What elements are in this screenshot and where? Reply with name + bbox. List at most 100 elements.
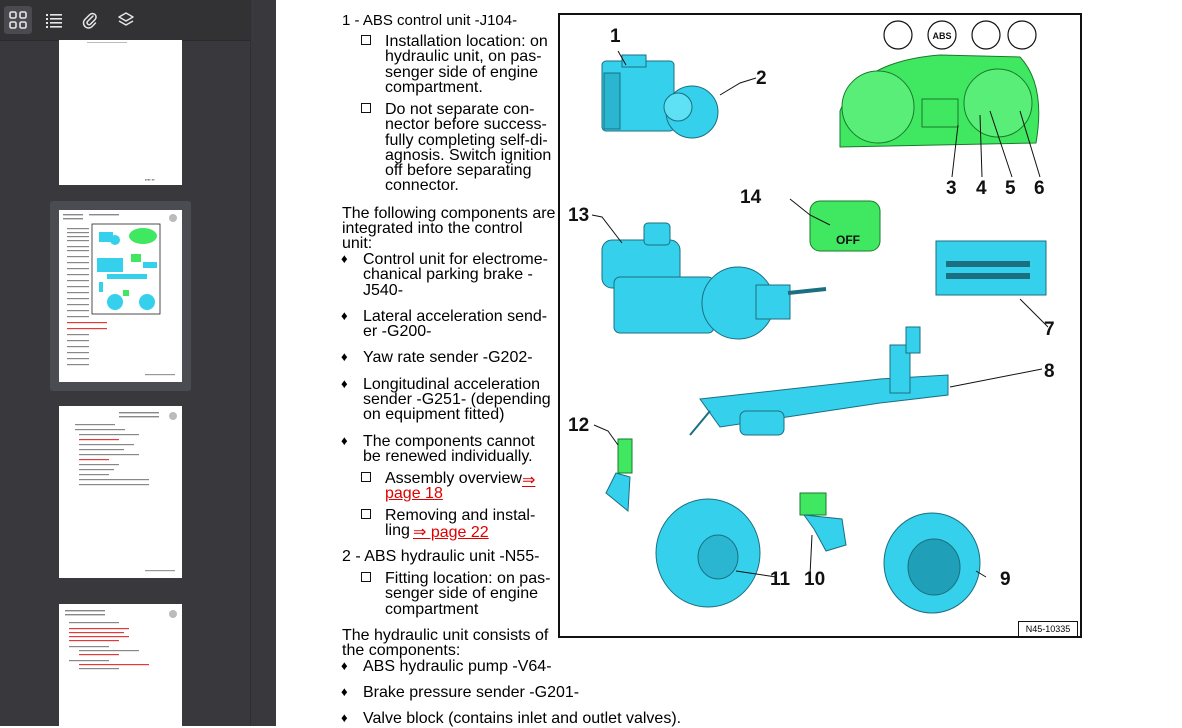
- bullet-j540-line: J540-: [363, 282, 404, 299]
- bullet-g200-line: Lateral acceleration send-: [363, 308, 548, 325]
- integrated-intro-line: integrated into the control: [342, 220, 523, 237]
- item1-installation-line: Installation location: on: [385, 33, 548, 50]
- item1-installation-line: senger side of engine: [385, 64, 538, 81]
- assembly-overview-link[interactable]: page 18: [385, 485, 443, 502]
- steering-rack-drawing: [689, 326, 949, 436]
- item1-note-line: agnosis. Switch ignition: [385, 147, 552, 164]
- checkbox-bullet: [361, 572, 371, 582]
- abs-warning-lamp-icon: [927, 20, 957, 50]
- figure-illustration: ABS OFF: [591, 20, 1049, 614]
- sidebar-scrollbar[interactable]: [250, 0, 277, 726]
- diamond-bullet: ♦: [341, 251, 348, 266]
- callout-5: 5: [1005, 178, 1016, 199]
- callout-10: 10: [804, 569, 826, 590]
- callout-8: 8: [1044, 361, 1055, 382]
- hydraulic-intro-line: The hydraulic unit consists of: [342, 627, 549, 644]
- bullet-g200-line: er -G200-: [363, 323, 432, 340]
- item2-fitting-line: compartment: [385, 601, 479, 618]
- callout-4: 4: [976, 178, 987, 199]
- item2-heading: 2 - ABS hydraulic unit -N55-: [342, 548, 540, 565]
- abs-lamp-label: ABS: [932, 31, 951, 41]
- item1-note-line: Do not separate con-: [385, 101, 535, 118]
- bullet-g202: Yaw rate sender -G202-: [363, 349, 533, 366]
- bullet-g251-line: Longitudinal acceleration: [363, 376, 541, 393]
- sensor-drawing: [605, 438, 633, 513]
- esp-warning-lamp-icon: [971, 20, 1001, 50]
- item2-fitting-line: senger side of engine: [385, 585, 538, 602]
- parking-brake-lamp-icon: [1007, 20, 1037, 50]
- checkbox-bullet: [361, 35, 371, 45]
- item1-installation-line: hydraulic unit, on pas-: [385, 48, 542, 65]
- callout-6: 6: [1034, 178, 1045, 199]
- figure-reference-number: N45-10335: [1018, 621, 1078, 637]
- diamond-bullet: ♦: [341, 376, 348, 391]
- callout-1: 1: [610, 26, 621, 47]
- removing-text-2: ling: [385, 522, 415, 539]
- callout-9: 9: [1000, 569, 1011, 590]
- diamond-bullet: ♦: [341, 349, 348, 364]
- diamond-bullet: ♦: [341, 658, 348, 673]
- bullet-g201: Brake pressure sender -G201-: [363, 684, 580, 701]
- esp-off-label: OFF: [836, 233, 860, 247]
- attachments-icon: [82, 12, 97, 29]
- item1-installation-line: compartment.: [385, 79, 483, 96]
- connector-drawing: [935, 240, 1047, 296]
- item1-note-line: nector before success-: [385, 116, 547, 133]
- outline-icon: [46, 14, 62, 28]
- diamond-bullet: ♦: [341, 433, 348, 448]
- item1-note-line: connector.: [385, 177, 459, 194]
- callout-13: 13: [568, 205, 590, 226]
- bullet-cannot-line: The components cannot: [363, 433, 535, 450]
- thumbnail-preview: [75, 412, 177, 572]
- bullet-v64: ABS hydraulic pump -V64-: [363, 658, 552, 675]
- bullet-j540-line: chanical parking brake -: [363, 266, 533, 283]
- bullet-g251-line: sender -G251- (depending: [363, 391, 551, 408]
- removing-text: Removing and instal-: [385, 507, 536, 524]
- integrated-intro-line: unit:: [342, 235, 373, 252]
- thumbnail-preview: [63, 214, 177, 376]
- sidebar: ▪▪▪▪ ▪▪: [0, 0, 277, 726]
- speed-sensor-drawing: [799, 492, 847, 552]
- callout-14: 14: [740, 187, 762, 208]
- brake-booster-drawing: [601, 222, 827, 340]
- layers-icon: [118, 12, 134, 26]
- brake-warning-lamp-icon: [883, 20, 913, 50]
- thumbnail-preview: [65, 610, 177, 670]
- checkbox-bullet: [361, 103, 371, 113]
- wheel-hub-drawing: [655, 498, 761, 608]
- diamond-bullet: ♦: [341, 710, 348, 725]
- callout-11: 11: [770, 569, 791, 590]
- page-thumbnail-4[interactable]: [59, 604, 182, 726]
- diamond-bullet: ♦: [341, 684, 348, 699]
- checkbox-bullet: [361, 472, 371, 482]
- abs-control-unit-drawing: [601, 54, 719, 139]
- hydraulic-intro-line: the components:: [342, 642, 461, 659]
- bullet-j540-line: Control unit for electrome-: [363, 251, 548, 268]
- assembly-link-arrow[interactable]: ⇒: [522, 472, 536, 489]
- instrument-cluster-drawing: [839, 54, 1040, 148]
- callout-3: 3: [946, 178, 957, 199]
- diamond-bullet: ♦: [341, 308, 348, 323]
- item1-note-line: off before separating: [385, 162, 532, 179]
- callout-2: 2: [756, 68, 767, 89]
- wheel-bearing-drawing: [883, 512, 981, 614]
- thumbnails-button[interactable]: [4, 6, 32, 34]
- integrated-intro-line: The following components are: [342, 205, 556, 222]
- page-thumbnail-2[interactable]: [59, 210, 182, 382]
- item1-heading: 1 - ABS control unit -J104-: [342, 12, 518, 29]
- callout-7: 7: [1044, 319, 1055, 340]
- outline-button[interactable]: [40, 6, 68, 34]
- esp-off-button-drawing: [809, 200, 881, 252]
- attachments-button[interactable]: [76, 6, 104, 34]
- checkbox-bullet: [361, 509, 371, 519]
- bullet-g251-line: on equipment fitted): [363, 406, 505, 423]
- thumbnails-icon: [9, 11, 27, 29]
- component-figure: ABS OFF 1 2 3: [558, 13, 1082, 638]
- page-thumbnail-3[interactable]: [59, 406, 182, 578]
- bullet-cannot-line: be renewed individually.: [363, 448, 533, 465]
- layers-button[interactable]: [112, 6, 140, 34]
- removing-link[interactable]: ⇒ page 22: [413, 524, 489, 541]
- bullet-valve-block: Valve block (contains inlet and outlet v…: [363, 710, 682, 727]
- page-thumbnail-1[interactable]: ▪▪▪▪ ▪▪: [59, 40, 182, 185]
- assembly-overview-text: Assembly overview: [385, 470, 527, 487]
